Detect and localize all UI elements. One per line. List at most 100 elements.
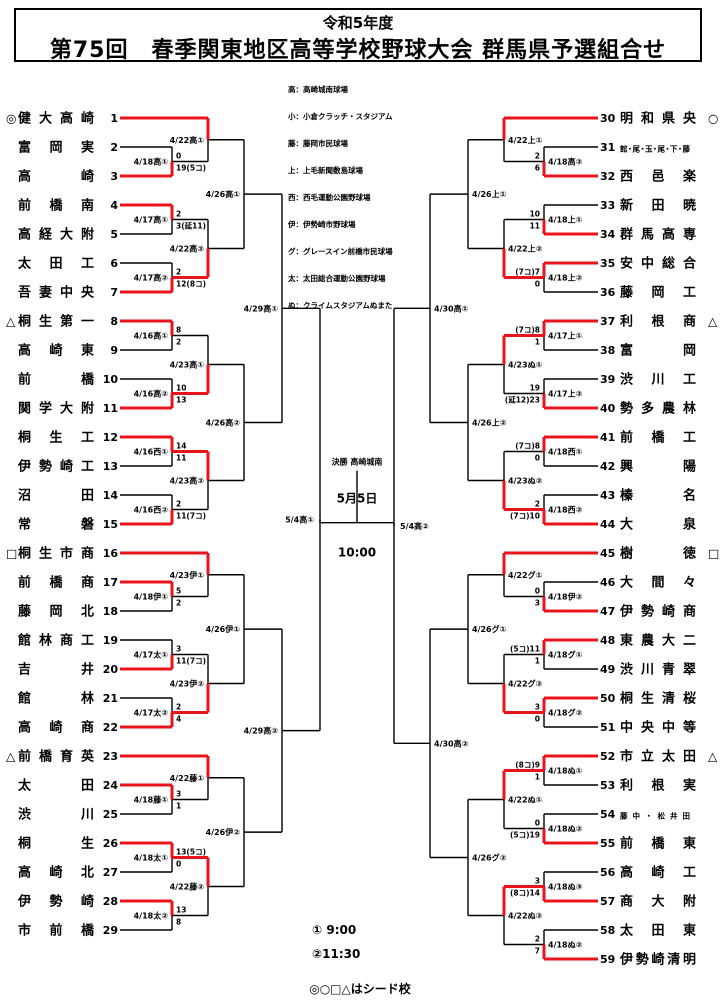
final-date: 5月5日 <box>337 492 378 506</box>
score: 6 <box>535 164 540 173</box>
time-slot: ②11:30 <box>312 947 360 961</box>
team-name: 富岡実 <box>18 140 94 156</box>
team-number: 1 <box>110 112 118 125</box>
team-name: 太田工 <box>17 256 94 272</box>
match-label: 4/22グ① <box>508 570 543 580</box>
team-number: 17 <box>103 576 118 589</box>
match-label: 4/18伊① <box>134 592 169 602</box>
team-number: 13 <box>103 460 118 473</box>
team-name: 伊勢崎 <box>17 894 94 910</box>
score: 3 <box>535 877 540 886</box>
score: 3(延11) <box>176 221 206 231</box>
team-number: 49 <box>600 663 615 676</box>
team-number: 37 <box>600 315 615 328</box>
team-name: 勢多農林 <box>620 401 696 417</box>
match-label: 4/16西① <box>134 448 169 457</box>
team-number: 45 <box>600 547 615 560</box>
team-number: 15 <box>103 518 118 531</box>
team-name: 藤中・松井田 <box>620 811 690 821</box>
match-label: 4/18ぬ② <box>548 825 583 834</box>
team-name: 館林商工 <box>18 633 94 649</box>
match-label: 4/18藤① <box>134 795 169 805</box>
team-number: 22 <box>103 721 118 734</box>
match-label: 5/4高② <box>400 521 429 531</box>
score: 2 <box>176 703 181 712</box>
team-name: 高崎東 <box>18 343 94 359</box>
match-label: 4/18太① <box>134 853 169 863</box>
team-name: 関学大附 <box>18 401 94 417</box>
team-name: 高崎商 <box>18 720 94 736</box>
team-name: 高崎 <box>18 169 94 185</box>
match-label: 4/23伊② <box>170 679 205 689</box>
score: 19 <box>530 384 540 393</box>
match-label: 5/4高① <box>285 514 314 524</box>
match-label: 4/18上② <box>548 273 583 283</box>
score: 1 <box>176 802 181 811</box>
team-number: 30 <box>600 112 616 125</box>
score: 2 <box>176 268 181 277</box>
match-label: 4/17上② <box>548 389 583 399</box>
team-name: 伊勢崎清明 <box>619 952 696 968</box>
score: 1 <box>535 773 540 782</box>
match-label: 4/22グ② <box>508 679 543 689</box>
team-number: 59 <box>600 953 615 966</box>
match-label: 4/16西② <box>134 506 169 515</box>
score: (7コ)8 <box>515 442 540 451</box>
title-box: 令和5年度 第75回 春季関東地区高等学校野球大会 群馬県予選組合せ <box>14 8 702 63</box>
venue-legend-item: グ：グレースイン前橋市民球場 <box>288 246 393 256</box>
team-number: 11 <box>103 402 118 415</box>
score: 8 <box>176 918 181 927</box>
score: (8コ)14 <box>510 889 540 898</box>
team-name: 富岡 <box>620 343 696 359</box>
team-name: 興陽 <box>620 459 696 475</box>
team-number: 12 <box>103 431 118 444</box>
team-number: 14 <box>103 489 119 502</box>
venue-legend-item: 小：小倉クラッチ・スタジアム <box>288 111 393 121</box>
team-name: 前橋育英 <box>18 749 95 765</box>
match-label: 4/26伊① <box>206 624 241 634</box>
team-number: 9 <box>110 344 118 357</box>
team-name: 前橋商 <box>18 575 94 591</box>
team-number: 42 <box>600 460 615 473</box>
score: 0 <box>535 454 540 463</box>
team-name: 桐生 <box>18 836 94 852</box>
team-name: 市前橋 <box>18 923 95 939</box>
team-number: 51 <box>600 721 615 734</box>
seed-mark: □ <box>6 547 17 561</box>
team-number: 43 <box>600 489 615 502</box>
team-name: 吉井 <box>18 662 94 678</box>
team-name: 大泉 <box>620 517 697 533</box>
match-label: 4/18西① <box>548 448 583 457</box>
venue-legend-item: 西：西毛運動公園野球場 <box>288 192 371 202</box>
team-number: 56 <box>600 866 616 879</box>
match-label: 4/18ぬ① <box>548 767 583 776</box>
score: 3 <box>176 645 181 654</box>
team-number: 40 <box>600 402 616 415</box>
match-label: 4/22上① <box>508 135 543 145</box>
team-name: 安中総合 <box>620 256 697 272</box>
match-label: 4/22ぬ① <box>508 796 543 805</box>
team-number: 41 <box>600 431 615 444</box>
match-label: 4/29高① <box>244 303 279 313</box>
time-slot: ① 9:00 <box>312 923 356 937</box>
final-label: 決勝 高崎城南 <box>332 457 383 467</box>
team-name: 館林 <box>18 691 94 707</box>
team-name: 群馬高専 <box>620 227 696 243</box>
team-name: 太田東 <box>619 923 696 939</box>
score: 0 <box>535 280 540 289</box>
seed-mark: △ <box>6 750 16 764</box>
score: (5コ)19 <box>510 831 540 840</box>
match-label: 4/26グ① <box>472 624 507 634</box>
score: 10 <box>530 210 540 219</box>
score: 3 <box>535 599 540 608</box>
team-name: 渋川 <box>18 807 94 823</box>
score: 0 <box>176 152 181 161</box>
match-label: 4/16高① <box>134 331 169 341</box>
score: (7コ)10 <box>510 512 540 521</box>
team-number: 28 <box>103 895 118 908</box>
team-name: 商大附 <box>620 894 696 910</box>
team-name: 桐生清桜 <box>620 691 696 707</box>
score: 11(7コ) <box>176 657 206 666</box>
team-name: 大間々 <box>620 575 696 591</box>
